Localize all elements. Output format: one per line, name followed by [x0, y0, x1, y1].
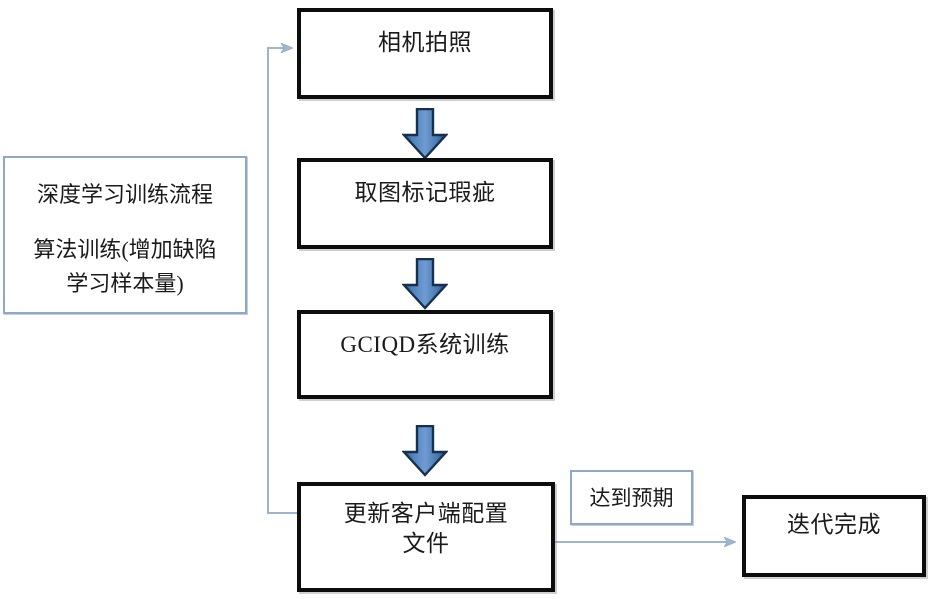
down-arrow-icon-3	[402, 425, 448, 477]
terminal-box-done[interactable]: 迭代完成	[742, 495, 926, 577]
condition-box-expected: 达到预期	[570, 470, 693, 525]
step-label-train: GCIQD系统训练	[340, 332, 510, 357]
step-box-annotate[interactable]: 取图标记瑕疵	[297, 158, 553, 249]
training-process-note: 深度学习训练流程 算法训练(增加缺陷 学习样本量)	[3, 156, 247, 314]
step-label-update: 更新客户端配置 文件	[343, 501, 509, 556]
step-box-capture[interactable]: 相机拍照	[297, 8, 553, 99]
note-line-2: 算法训练(增加缺陷 学习样本量)	[33, 237, 217, 296]
step-label-capture: 相机拍照	[378, 30, 472, 55]
step-label-annotate: 取图标记瑕疵	[354, 180, 496, 205]
condition-label-expected: 达到预期	[589, 486, 674, 510]
down-arrow-icon-1	[402, 108, 448, 160]
step-box-update[interactable]: 更新客户端配置 文件	[297, 482, 555, 592]
feedback-connector	[267, 48, 299, 514]
note-line-1: 深度学习训练流程	[36, 182, 213, 207]
terminal-label-done: 迭代完成	[787, 512, 881, 537]
down-arrow-icon-2	[402, 258, 448, 310]
step-box-train[interactable]: GCIQD系统训练	[297, 310, 553, 399]
